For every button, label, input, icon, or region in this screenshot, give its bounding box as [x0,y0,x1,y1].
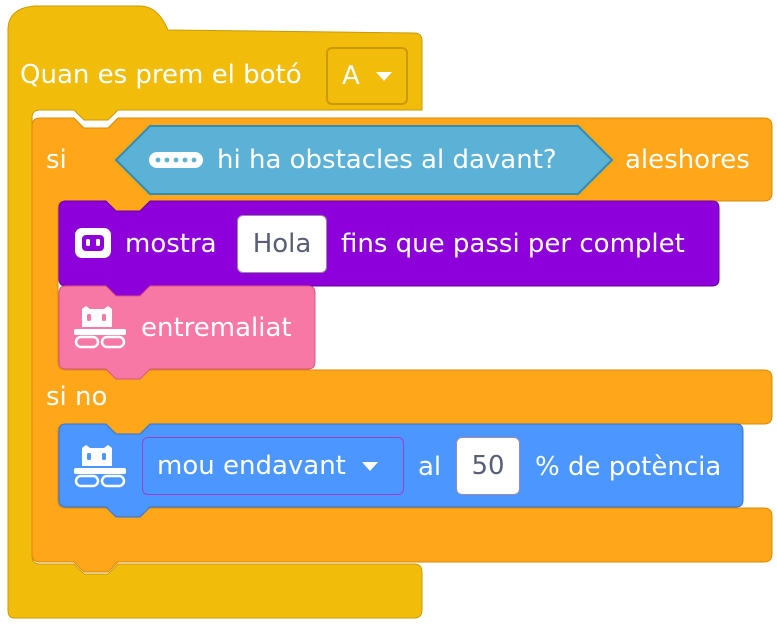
power-input[interactable]: 50 [456,437,520,495]
condition-block[interactable] [114,125,614,195]
button-selector-value: A [342,61,360,91]
chevron-down-icon [361,461,378,471]
direction-value: mou endavant [157,451,346,481]
if-else-block[interactable] [31,117,773,573]
event-block-label: Quan es prem el botó [20,60,302,90]
show-text-block[interactable] [58,200,720,297]
robot-tank-icon [74,306,126,349]
if-label: si [46,145,67,175]
robot-tank-icon [74,445,126,488]
show-text-input[interactable]: Hola [237,215,327,273]
condition-label: hi ha obstacles al davant? [217,145,557,175]
mischief-block[interactable] [58,285,316,380]
robot-face-icon [75,228,111,258]
power-suffix-label: % de potència [535,452,722,482]
else-label: si no [46,382,108,412]
direction-dropdown[interactable]: mou endavant [142,437,404,495]
distance-sensor-icon [149,152,203,168]
mischief-label: entremaliat [141,313,292,343]
show-label: mostra [125,229,217,259]
show-suffix-label: fins que passi per complet [341,229,685,259]
button-selector-dropdown[interactable]: A [326,47,408,105]
then-label: aleshores [625,145,750,175]
chevron-down-icon [375,71,392,81]
at-label: al [418,452,442,482]
